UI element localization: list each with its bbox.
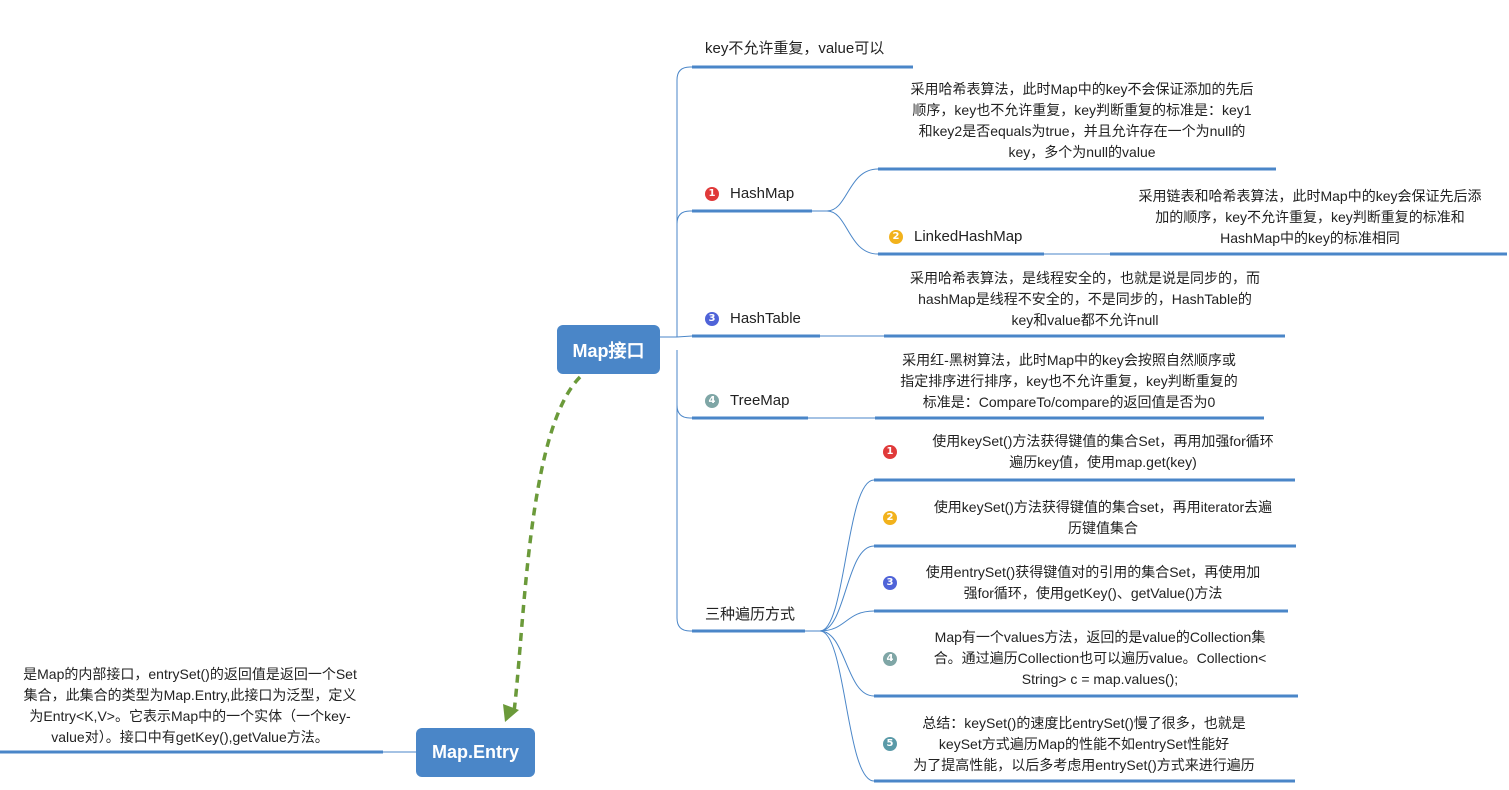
branch-trav-4 [819, 630, 875, 697]
linkedhashmap-node[interactable]: 2 LinkedHashMap [889, 228, 1022, 245]
entry-note[interactable]: 是Map的内部接口，entrySet()的返回值是返回一个Set 集合，此集合的… [23, 666, 357, 745]
branch-trav-2 [819, 545, 875, 632]
key-rule-label[interactable]: key不允许重复，value可以 [705, 40, 885, 57]
hashtable-node[interactable]: 3 HashTable [705, 310, 801, 327]
branch-key-rule [676, 66, 692, 337]
priority-1-icon: 1 [883, 445, 897, 459]
traversal-item-1[interactable]: 使用keySet()方法获得键值的集合Set，再用加强for循环 遍历key值，… [932, 433, 1274, 470]
priority-3-icon: 3 [883, 576, 897, 590]
priority-1-icon: 1 [705, 186, 719, 201]
branch-traversal [676, 405, 692, 632]
branch-trav-1 [819, 479, 875, 632]
map-interface-title: Map接口 [572, 340, 645, 361]
hashtable-label: HashTable [730, 310, 801, 327]
branch-hashtable [676, 335, 693, 338]
traversal-item-4[interactable]: Map有一个values方法，返回的是value的Collection集 合。通… [933, 629, 1267, 687]
branch-hashmap [676, 210, 692, 300]
treemap-label: TreeMap [730, 392, 790, 409]
priority-2-icon: 2 [883, 511, 897, 525]
branch-trav-3 [819, 610, 875, 632]
priority-2-icon: 2 [889, 229, 903, 244]
relation-arrow [512, 375, 582, 713]
traversal-item-2[interactable]: 使用keySet()方法获得键值的集合set，再用iterator去遍 历键值集… [933, 499, 1273, 536]
traversal-item-5[interactable]: 总结：keySet()的速度比entrySet()慢了很多，也就是 keySet… [913, 715, 1255, 773]
relation-arrowhead [503, 704, 519, 722]
hashmap-note[interactable]: 采用哈希表算法，此时Map中的key不会保证添加的先后 顺序，key也不允许重复… [910, 81, 1254, 160]
hashmap-label: HashMap [730, 185, 795, 202]
hashmap-node[interactable]: 1 HashMap [705, 185, 794, 202]
map-entry-topic[interactable]: Map.Entry [416, 728, 535, 777]
linkedhashmap-label: LinkedHashMap [914, 228, 1023, 245]
traversal-item-3[interactable]: 使用entrySet()获得键值对的引用的集合Set，再使用加 强for循环，使… [925, 564, 1261, 601]
traversal-label[interactable]: 三种遍历方式 [705, 606, 796, 623]
priority-3-icon: 3 [705, 311, 719, 326]
priority-4-icon: 4 [705, 393, 719, 408]
branch-trav-5 [819, 630, 875, 782]
treemap-node[interactable]: 4 TreeMap [705, 392, 789, 409]
branch-hashmap-note [826, 168, 879, 212]
linkedhashmap-note[interactable]: 采用链表和哈希表算法，此时Map中的key会保证先后添 加的顺序，key不允许重… [1138, 188, 1482, 246]
priority-4-icon: 4 [883, 652, 897, 666]
map-interface-topic[interactable]: Map接口 [557, 325, 660, 374]
map-entry-title: Map.Entry [431, 742, 519, 762]
hashtable-note[interactable]: 采用哈希表算法，是线程安全的，也就是说是同步的，而 hashMap是线程不安全的… [910, 270, 1260, 328]
treemap-note[interactable]: 采用红-黑树算法，此时Map中的key会按照自然顺序或 指定排序进行排序，key… [900, 352, 1238, 410]
branch-treemap [676, 350, 692, 419]
priority-5-icon: 5 [883, 737, 897, 751]
branch-linkedhashmap [826, 210, 879, 255]
